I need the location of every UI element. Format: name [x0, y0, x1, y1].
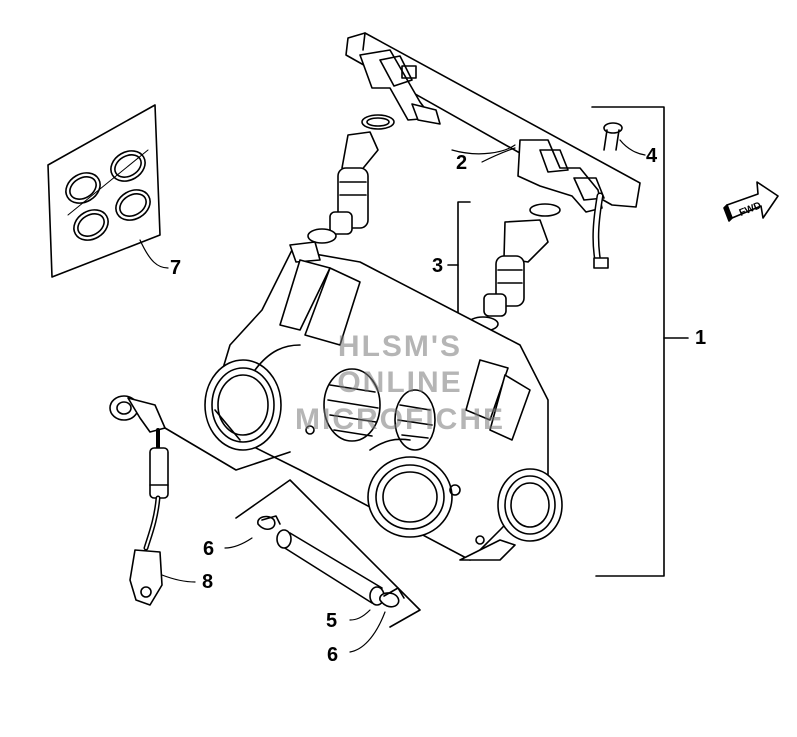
callout-label-3: 3 [432, 255, 444, 277]
hose-part-5 [276, 529, 385, 621]
gasket-card-part-7 [47, 104, 169, 278]
watermark-line-1: HLSM'S [337, 330, 463, 363]
hose-callout-lines [235, 479, 421, 628]
clamp-part-6-lower [349, 587, 405, 653]
sensor-harness-part-8 [109, 395, 291, 606]
screw-part-4 [603, 122, 646, 156]
watermark-line-2: ONLINE [337, 366, 463, 399]
callout-label-4: 4 [646, 145, 658, 167]
callout-label-6-upper: 6 [203, 538, 215, 560]
fwd-direction-arrow: FWD [723, 181, 779, 222]
fuel-injector-left [307, 114, 395, 244]
clamp-part-6-upper [224, 515, 281, 549]
callout-label-1: 1 [695, 327, 707, 349]
fuel-rail-part-2 [345, 32, 641, 269]
watermark-line-3: MICROFICHE [295, 403, 505, 436]
assembly-bracket-part-1 [591, 106, 689, 577]
callout-label-5: 5 [326, 610, 338, 632]
callout-label-8: 8 [202, 571, 214, 593]
fuel-injector-part-3 [447, 201, 561, 332]
callout-label-6-lower: 6 [327, 644, 339, 666]
callout-label-2: 2 [456, 152, 468, 174]
throttle-body-assembly [204, 241, 563, 561]
callout-label-7: 7 [170, 257, 182, 279]
leader-lines [481, 147, 516, 163]
